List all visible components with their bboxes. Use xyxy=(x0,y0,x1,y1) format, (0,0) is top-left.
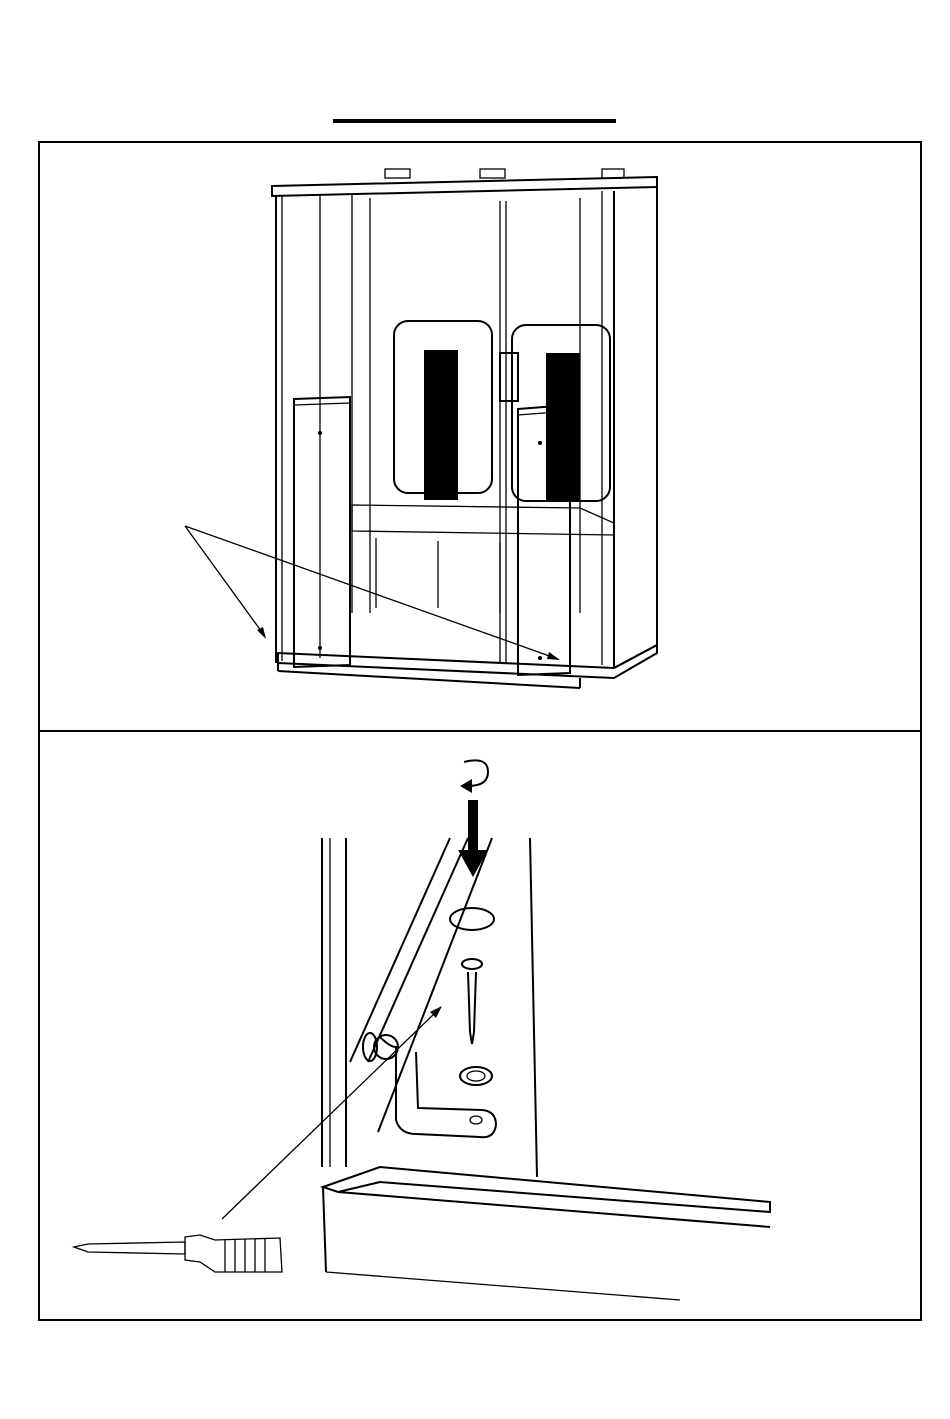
screw-cap xyxy=(450,908,494,930)
roof-vent xyxy=(602,169,624,178)
wall-post-left xyxy=(294,397,350,667)
bench xyxy=(352,505,614,535)
floor-base xyxy=(323,1167,770,1212)
sauna-cabin-illustration xyxy=(40,143,920,730)
control-panel xyxy=(500,353,518,401)
cabin-roof xyxy=(272,177,657,196)
roof-vent xyxy=(385,169,410,178)
washer xyxy=(460,1067,492,1085)
screwdriver-icon xyxy=(74,1235,282,1272)
cabin-floor xyxy=(278,645,657,678)
pointer-arrow xyxy=(185,526,264,635)
roof-vent xyxy=(480,169,505,178)
figure-panel-top xyxy=(38,141,922,732)
screw-icon xyxy=(462,959,482,1044)
corner-bracket-illustration xyxy=(40,732,920,1319)
down-arrow-icon xyxy=(468,800,478,850)
figure-panel-bottom xyxy=(38,730,922,1321)
heater-element-left xyxy=(424,350,458,500)
title-underline xyxy=(333,119,616,123)
heater-element-right xyxy=(546,353,580,501)
